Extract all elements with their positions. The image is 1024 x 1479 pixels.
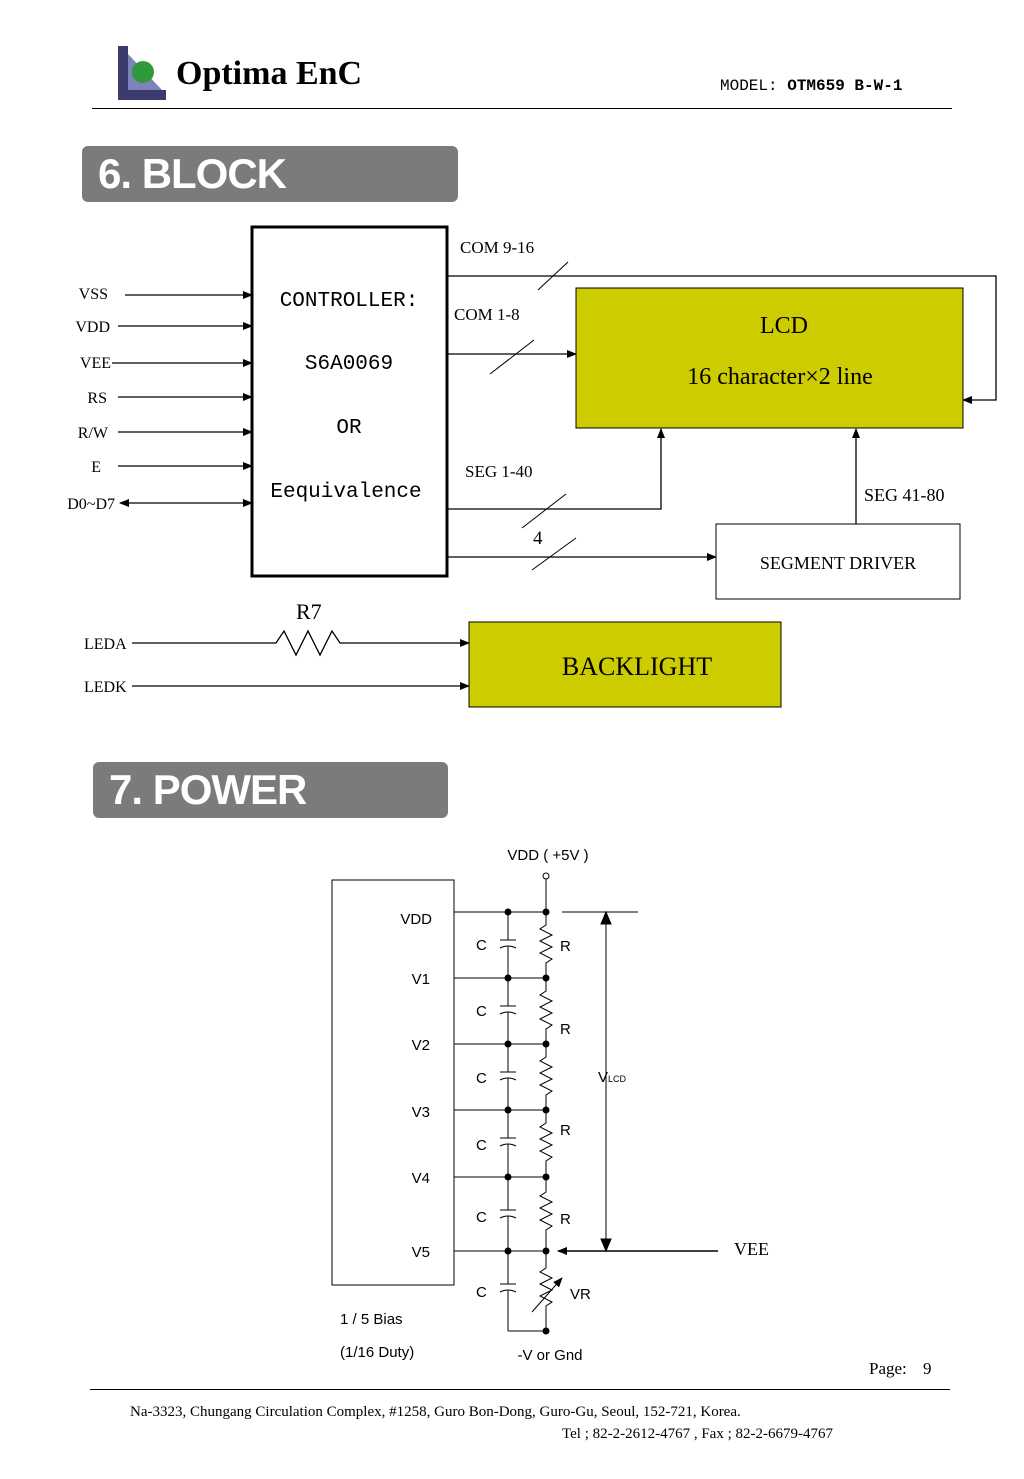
segment-driver-box — [715, 523, 961, 600]
pin-vss: VSS — [79, 286, 108, 303]
seg-41-80-label: SEG 41-80 — [864, 485, 945, 505]
segment-driver-label: SEGMENT DRIVER — [760, 553, 916, 573]
duty-label: (1/16 Duty) — [340, 1344, 414, 1361]
com-1-8-label: COM 1-8 — [454, 305, 520, 324]
level-v3: V3 — [412, 1104, 430, 1121]
model-number: MODEL: OTM659 B-W-1 — [720, 77, 902, 95]
controller-line-3: OR — [336, 417, 362, 440]
lcd-box — [575, 287, 964, 429]
controller-line-4: Eequivalence — [270, 481, 421, 504]
seg-1-40-label: SEG 1-40 — [465, 462, 533, 481]
company-name: Optima EnC — [176, 55, 363, 92]
level-vdd: VDD — [400, 911, 432, 928]
res-label-1: R — [560, 938, 571, 955]
section-title-power-supply: 7. POWER SUPPLY — [93, 762, 448, 869]
ground-label: -V or Gnd — [517, 1347, 582, 1364]
resistor-r7-label: R7 — [296, 599, 322, 624]
level-v4: V4 — [412, 1170, 430, 1187]
pin-d0-d7: D0~D7 — [67, 496, 115, 513]
footer-contact: Tel ; 82-2-2612-4767 , Fax ; 82-2-6679-4… — [562, 1426, 833, 1442]
controller-line-1: CONTROLLER: — [280, 290, 419, 313]
section-title-block-diagram: 6. BLOCK DIAGRAM — [82, 146, 458, 253]
ledk-label: LEDK — [84, 679, 127, 696]
header-divider — [92, 108, 952, 109]
vlcd-label: VLCD — [598, 1069, 627, 1086]
page-indicator: Page: 9 — [869, 1359, 932, 1379]
pin-e: E — [91, 459, 101, 476]
cap-label-5: C — [476, 1209, 487, 1226]
pin-rs: RS — [87, 390, 107, 407]
res-label-4: R — [560, 1211, 571, 1228]
logo-icon — [118, 46, 166, 100]
lcd-subtitle: 16 character×2 line — [687, 364, 872, 390]
cap-label-3: C — [476, 1070, 487, 1087]
controller-line-2: S6A0069 — [305, 353, 393, 376]
level-v5: V5 — [412, 1244, 430, 1261]
pin-vdd: VDD — [75, 319, 110, 336]
resistor-r7 — [246, 629, 370, 657]
driver-ic-box — [331, 879, 455, 1286]
pin-vee: VEE — [80, 355, 111, 372]
company-logo — [116, 44, 168, 102]
controller-box — [250, 225, 449, 578]
page-label: Page: — [869, 1359, 907, 1378]
model-value: OTM659 B-W-1 — [787, 77, 903, 95]
pin-rw: R/W — [78, 425, 109, 442]
level-v2: V2 — [412, 1037, 430, 1054]
footer-divider — [90, 1389, 950, 1390]
bias-label: 1 / 5 Bias — [340, 1311, 403, 1328]
cap-label-2: C — [476, 1003, 487, 1020]
vlcd-main: V — [598, 1069, 608, 1086]
cap-label-1: C — [476, 937, 487, 954]
vee-label: VEE — [734, 1239, 769, 1259]
leda-label: LEDA — [84, 636, 127, 653]
lcd-title: LCD — [760, 313, 808, 339]
res-label-2: R — [560, 1021, 571, 1038]
cap-label-4: C — [476, 1137, 487, 1154]
footer-address: Na-3323, Chungang Circulation Complex, #… — [130, 1404, 741, 1420]
vlcd-subscript: LCD — [608, 1074, 627, 1084]
backlight-box — [468, 621, 782, 708]
page-number: 9 — [923, 1359, 932, 1378]
backlight-label: BACKLIGHT — [562, 652, 712, 681]
power-supply-schematic: VDD ( +5V ) VDD V1 V2 V3 V4 V5 C C C C C… — [331, 847, 769, 1364]
level-v1: V1 — [412, 971, 430, 988]
vdd-supply-label: VDD ( +5V ) — [507, 847, 588, 864]
vr-label: VR — [570, 1286, 591, 1303]
model-label: MODEL: — [720, 77, 778, 95]
res-label-3: R — [560, 1122, 571, 1139]
bus-width-label: 4 — [533, 528, 543, 549]
com-9-16-label: COM 9-16 — [460, 238, 534, 257]
cap-label-6: C — [476, 1284, 487, 1301]
block-diagram: CONTROLLER: S6A0069 OR Eequivalence VSS … — [67, 225, 997, 708]
